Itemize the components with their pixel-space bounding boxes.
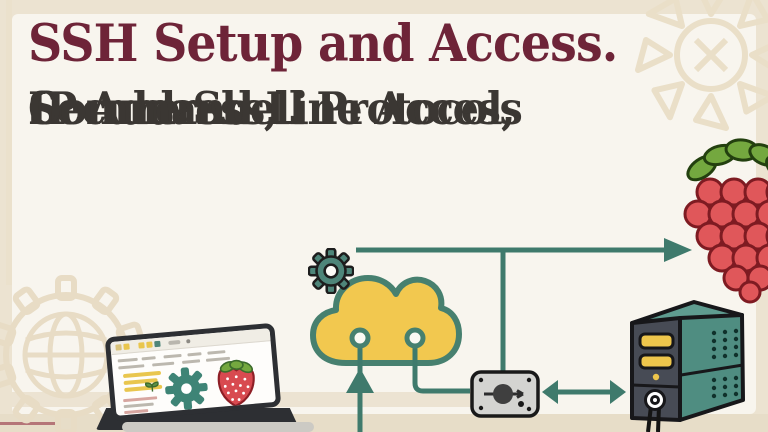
keyhole-plate-icon [470,370,540,418]
laptop-foot [122,422,314,432]
corner-accent-line [0,422,58,425]
browser-toolbar [110,328,271,356]
server-cables [646,405,661,432]
sprout-icon [144,381,159,392]
laptop-icon [86,322,314,432]
raspberry-icon [683,138,768,304]
server-bay [638,332,675,350]
subtitle-line-1: Secure Shell Protocol, [28,82,516,135]
strawberry-icon [217,359,255,408]
server-icon [630,300,745,432]
server-led [652,373,660,381]
laptop-screen [104,322,282,422]
gear-icon [308,248,354,294]
server-bay [638,353,675,370]
background-line [6,0,12,285]
page-title: SSH Setup and Access. [28,14,618,74]
subtitle-line-2: IP Address, [28,82,278,135]
gear-icon [165,367,208,410]
sun-motif-icon [635,0,768,131]
subtitle-line-3: Command Line Access [28,82,523,135]
